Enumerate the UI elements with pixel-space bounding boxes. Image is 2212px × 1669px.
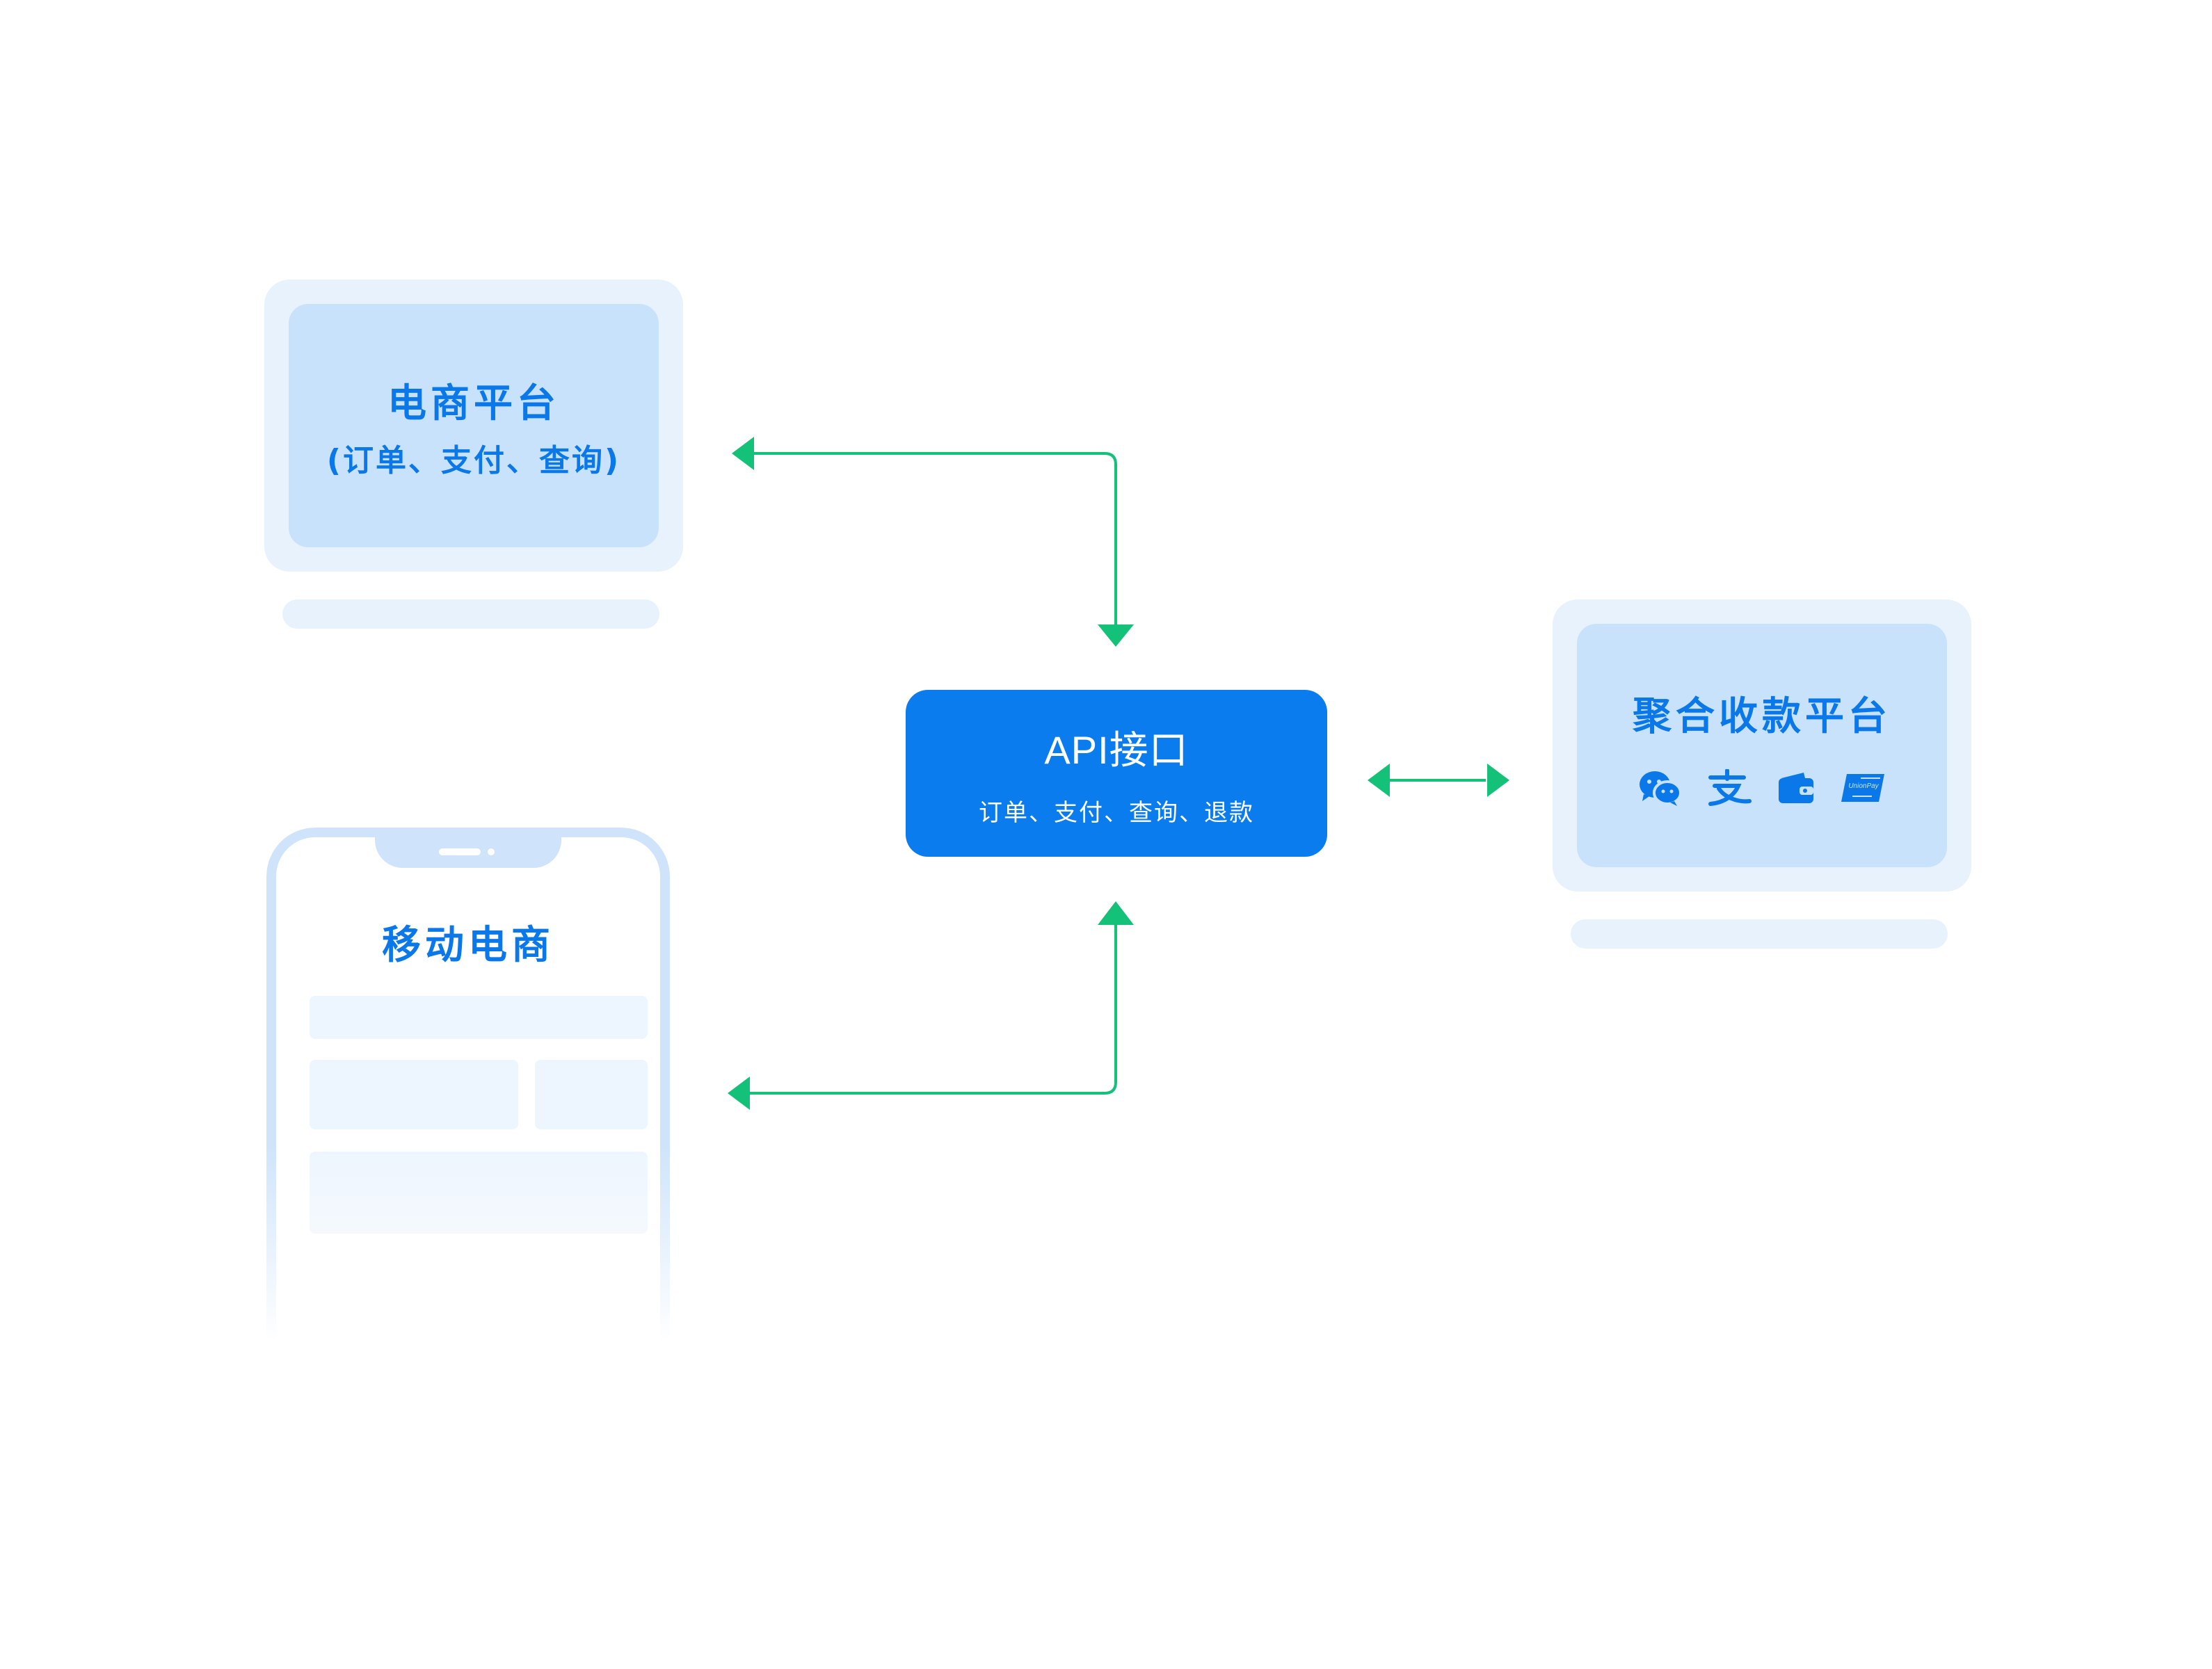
arrowhead-aggregate bbox=[1487, 764, 1509, 797]
aggregate-payment-screen: 聚合收款平台 bbox=[1577, 624, 1947, 867]
mobile-ecommerce-phone: 移动电商 bbox=[266, 828, 670, 1342]
arrowhead-api-top bbox=[1098, 624, 1134, 647]
arrowhead-mobile bbox=[728, 1077, 750, 1110]
alipay-icon bbox=[1708, 768, 1752, 806]
aggregate-payment-title: 聚合收款平台 bbox=[1633, 693, 1891, 739]
arrowhead-api-bottom bbox=[1098, 901, 1134, 925]
arrowhead-ecommerce bbox=[732, 437, 754, 470]
arrow-mobile-api-line bbox=[748, 922, 1117, 1095]
arrowhead-api-left bbox=[1368, 764, 1390, 797]
phone-speaker bbox=[439, 848, 481, 855]
phone-content-block-right bbox=[535, 1060, 648, 1129]
ecommerce-platform-subtitle: (订单、支付、查询) bbox=[326, 442, 621, 478]
api-interface-title: API接口 bbox=[1044, 728, 1189, 772]
ecommerce-platform-stand bbox=[282, 599, 659, 629]
phone-notch bbox=[375, 837, 561, 868]
wechat-pay-icon bbox=[1640, 771, 1681, 806]
wallet-icon bbox=[1779, 772, 1813, 803]
svg-text:UnionPay: UnionPay bbox=[1848, 782, 1879, 790]
phone-camera bbox=[488, 848, 495, 855]
aggregate-payment-stand bbox=[1571, 919, 1948, 949]
aggregate-payment-monitor: 聚合收款平台 bbox=[1553, 599, 1971, 892]
phone-content-block-wide bbox=[310, 1152, 648, 1234]
api-interface-subtitle: 订单、支付、查询、退款 bbox=[979, 799, 1254, 827]
api-interface-box: API接口 订单、支付、查询、退款 bbox=[906, 690, 1327, 857]
ecommerce-platform-screen: 电商平台 (订单、支付、查询) bbox=[289, 304, 659, 547]
phone-content-block-left bbox=[310, 1060, 518, 1129]
phone-content-bar bbox=[310, 996, 648, 1039]
mobile-ecommerce-title: 移动电商 bbox=[382, 923, 554, 968]
ecommerce-platform-title: 电商平台 bbox=[387, 380, 560, 426]
payment-icons-row: UnionPay bbox=[1638, 768, 1886, 807]
ecommerce-platform-monitor: 电商平台 (订单、支付、查询) bbox=[264, 280, 683, 572]
unionpay-icon: UnionPay bbox=[1841, 773, 1884, 802]
arrow-ecommerce-api-line bbox=[751, 452, 1117, 626]
